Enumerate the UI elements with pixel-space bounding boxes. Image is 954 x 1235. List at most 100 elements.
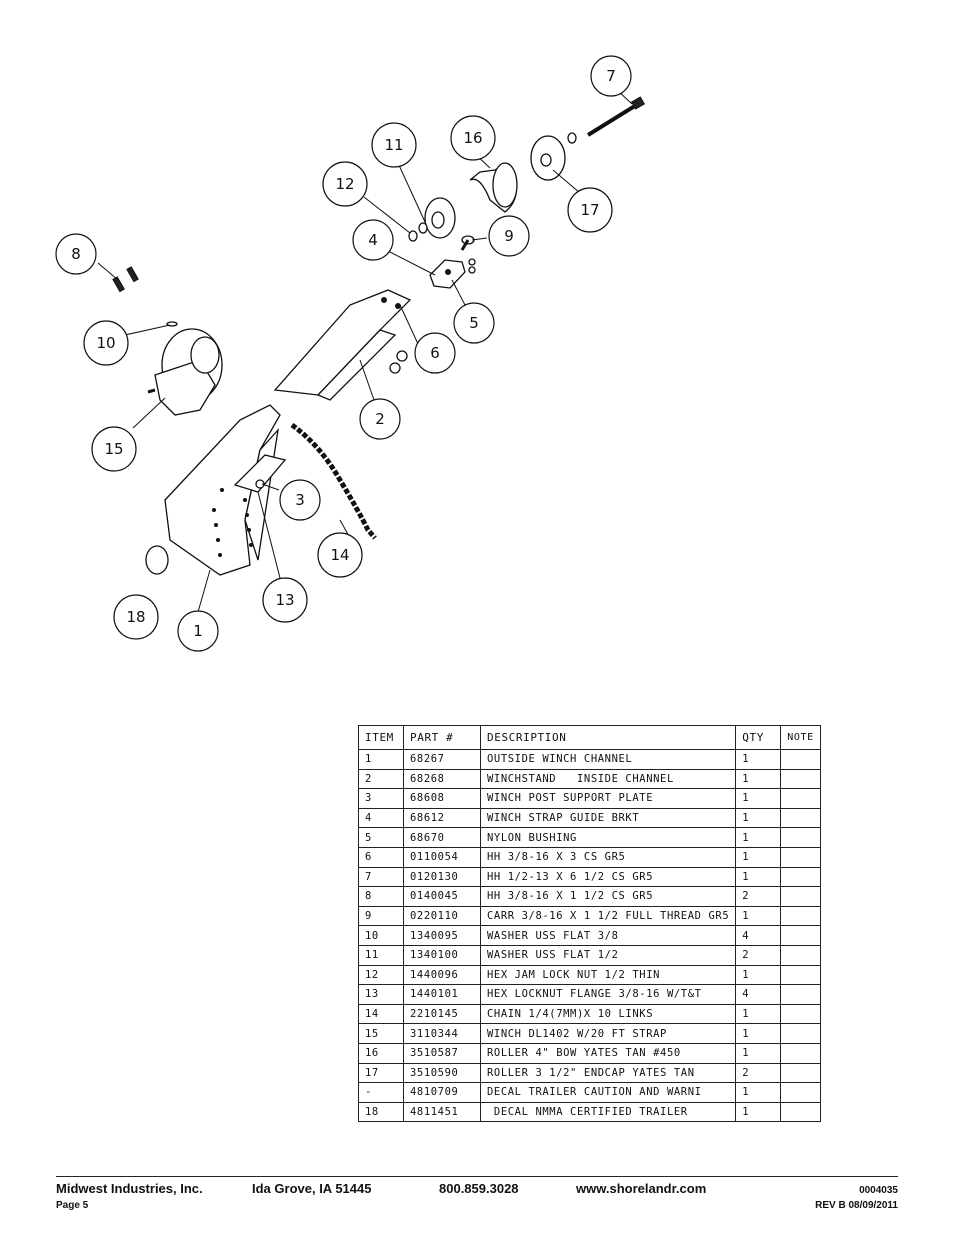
cell-note — [780, 749, 821, 770]
svg-text:16: 16 — [463, 129, 482, 147]
cell-note — [780, 1082, 821, 1103]
bolt-7 — [586, 96, 646, 137]
cell-qty: 1 — [735, 807, 782, 829]
bolts-8 — [112, 266, 139, 293]
cell-description: WASHER USS FLAT 1/2 — [479, 944, 737, 966]
cell-qty: 2 — [735, 1062, 782, 1084]
chain-14 — [290, 422, 377, 540]
cell-note — [780, 984, 821, 1005]
callout-10: 10 — [83, 320, 129, 366]
cell-qty: 1 — [735, 1101, 782, 1123]
cell-note — [780, 768, 821, 790]
callout-13: 13 — [262, 577, 308, 623]
cell-description: HH 3/8-16 X 3 CS GR5 — [479, 846, 737, 868]
cell-qty: 2 — [735, 886, 782, 907]
cell-part: 68268 — [403, 768, 481, 790]
company-website: www.shorelandr.com — [576, 1181, 707, 1196]
cell-item: 10 — [358, 925, 404, 946]
cell-qty: 1 — [735, 749, 782, 770]
callout-14: 14 — [317, 532, 363, 578]
cell-note — [780, 925, 821, 946]
company-name: Midwest Industries, Inc. — [56, 1181, 203, 1196]
cell-qty: 2 — [735, 944, 782, 966]
table-header-row: ITEM PART # DESCRIPTION QTY NOTE — [358, 725, 821, 750]
svg-text:2: 2 — [375, 410, 385, 428]
cell-description: HEX JAM LOCK NUT 1/2 THIN — [479, 964, 737, 986]
svg-text:18: 18 — [126, 608, 145, 626]
cell-qty: 1 — [735, 788, 782, 809]
cell-item: 18 — [358, 1101, 404, 1123]
svg-text:10: 10 — [96, 334, 115, 352]
cell-item: 16 — [358, 1042, 404, 1064]
cell-description: WINCHSTAND INSIDE CHANNEL — [479, 768, 737, 790]
header-part-number: PART # — [403, 725, 481, 750]
svg-text:17: 17 — [580, 201, 599, 219]
header-qty: QTY — [735, 725, 782, 750]
svg-text:3: 3 — [295, 491, 305, 509]
cell-qty: 1 — [735, 768, 782, 790]
callout-17: 17 — [567, 187, 613, 233]
cell-part: 4810709 — [403, 1082, 481, 1103]
header-description: DESCRIPTION — [479, 725, 737, 750]
cell-description: HEX LOCKNUT FLANGE 3/8-16 W/T&T — [479, 984, 737, 1005]
svg-text:14: 14 — [330, 546, 349, 564]
callout-6: 6 — [414, 332, 456, 374]
exploded-parts-diagram: 7 16 11 17 12 4 9 8 5 10 6 2 15 3 14 13 … — [55, 55, 646, 652]
cell-item: - — [358, 1082, 404, 1103]
washers-11-12 — [408, 222, 428, 242]
svg-text:8: 8 — [71, 245, 81, 263]
cell-qty: 1 — [735, 964, 782, 986]
cell-part: 1340100 — [403, 944, 481, 966]
document-number: 0004035 — [859, 1185, 898, 1196]
callout-1: 1 — [177, 610, 219, 652]
cell-description: DECAL TRAILER CAUTION AND WARNI — [479, 1082, 737, 1103]
cell-item: 4 — [358, 807, 404, 829]
callout-2: 2 — [359, 398, 401, 440]
svg-text:11: 11 — [384, 136, 403, 154]
cell-qty: 4 — [735, 984, 782, 1005]
cell-part: 68670 — [403, 827, 481, 848]
cell-note — [780, 1062, 821, 1084]
cell-description: HH 1/2-13 X 6 1/2 CS GR5 — [479, 866, 737, 888]
cell-part: 1440096 — [403, 964, 481, 986]
callout-7: 7 — [590, 55, 632, 97]
cell-qty: 1 — [735, 1042, 782, 1064]
cell-qty: 4 — [735, 925, 782, 946]
outside-channel-1 — [164, 404, 281, 576]
cell-item: 7 — [358, 866, 404, 888]
cell-item: 9 — [358, 905, 404, 927]
cell-note — [780, 807, 821, 829]
cell-qty: 1 — [735, 1023, 782, 1044]
callout-9: 9 — [488, 215, 530, 257]
svg-text:12: 12 — [335, 175, 354, 193]
carriage-bolt-9 — [460, 235, 475, 251]
roller-endcap-17 — [530, 135, 566, 181]
cell-qty: 1 — [735, 1082, 782, 1103]
cell-qty: 1 — [735, 866, 782, 888]
cell-item: 1 — [358, 749, 404, 770]
callout-5: 5 — [453, 302, 495, 344]
callout-16: 16 — [450, 115, 496, 161]
roller-bow-16 — [469, 162, 518, 213]
svg-text:13: 13 — [275, 591, 294, 609]
cell-description: HH 3/8-16 X 1 1/2 CS GR5 — [479, 886, 737, 907]
cell-part: 3110344 — [403, 1023, 481, 1044]
cell-part: 0120130 — [403, 866, 481, 888]
revision: REV B 08/09/2011 — [815, 1200, 898, 1211]
svg-text:1: 1 — [193, 622, 203, 640]
cell-item: 6 — [358, 846, 404, 868]
cell-item: 14 — [358, 1003, 404, 1025]
